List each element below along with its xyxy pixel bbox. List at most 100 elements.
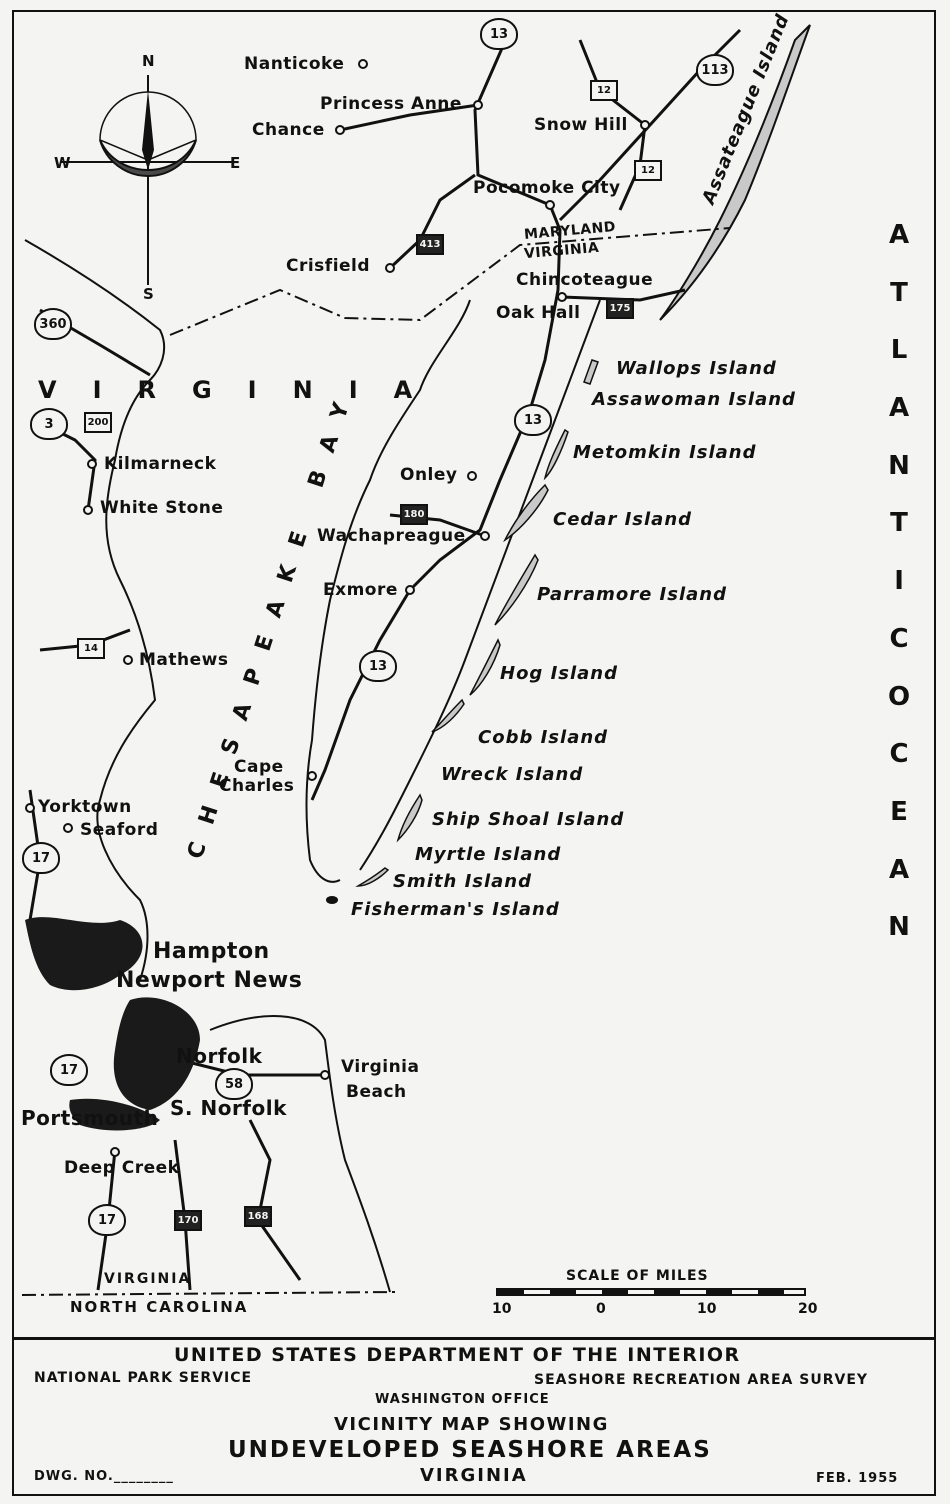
ship-shoal-island-shape — [396, 793, 423, 843]
scale-tick-20: 20 — [798, 1301, 818, 1317]
ocean-letter: T — [890, 277, 908, 308]
label-snow-hill: Snow Hill — [534, 115, 628, 135]
label-hog-island: Hog Island — [500, 663, 619, 684]
scale-of-miles: SCALE OF MILES 10 0 10 20 — [492, 1268, 817, 1318]
label-chance: Chance — [252, 120, 325, 140]
md-va-state-line — [169, 227, 731, 336]
label-border-north-carolina: NORTH CAROLINA — [70, 1298, 249, 1316]
scale-tick-10-right: 10 — [697, 1301, 717, 1317]
hog-island-shape — [469, 638, 501, 696]
ocean-letter: I — [894, 566, 904, 597]
label-deep-creek: Deep Creek — [64, 1158, 180, 1178]
shield-us-13-north: 13 — [480, 18, 518, 50]
ocean-letter: L — [890, 335, 908, 366]
western-shore-coastline — [24, 239, 166, 981]
shield-route-180: 180 — [400, 504, 428, 525]
label-exmore: Exmore — [323, 580, 398, 600]
label-assawoman-island: Assawoman Island — [592, 389, 796, 410]
metomkin-island-shape — [543, 428, 569, 481]
scale-title: SCALE OF MILES — [566, 1268, 709, 1284]
label-cobb-island: Cobb Island — [478, 727, 609, 748]
label-nanticoke: Nanticoke — [244, 54, 345, 74]
label-metomkin-island: Metomkin Island — [573, 442, 757, 463]
label-norfolk: Norfolk — [176, 1044, 263, 1068]
label-virginia-beach-1: Virginia — [341, 1057, 420, 1077]
label-s-norfolk: S. Norfolk — [170, 1096, 287, 1120]
label-myrtle-island: Myrtle Island — [415, 844, 562, 865]
title-office: WASHINGTON OFFICE — [375, 1392, 550, 1407]
princess-anne-road — [339, 103, 479, 132]
smith-island-shape — [355, 867, 390, 887]
peninsula-east-shore — [359, 299, 601, 871]
scale-tick-0: 0 — [596, 1301, 606, 1317]
shield-route-170: 170 — [174, 1210, 202, 1231]
peninsula-west-shore — [305, 299, 471, 883]
title-dwg-no: DWG. NO.________ — [34, 1469, 174, 1484]
route-175-line — [561, 288, 686, 302]
label-seaford: Seaford — [80, 820, 159, 840]
assateague-island-shape — [659, 24, 811, 321]
label-yorktown: Yorktown — [38, 797, 132, 817]
title-line-3: VIRGINIA — [420, 1465, 528, 1486]
shield-route-14: 14 — [77, 638, 105, 659]
title-department: UNITED STATES DEPARTMENT OF THE INTERIOR — [174, 1344, 741, 1366]
title-line-1: VICINITY MAP SHOWING — [334, 1414, 609, 1435]
town-markers — [25, 59, 650, 1157]
va-nc-state-line — [21, 1291, 396, 1296]
shield-us-17-middle: 17 — [50, 1054, 88, 1086]
shield-us-113: 113 — [696, 54, 734, 86]
map-border — [12, 10, 936, 1496]
ocean-letter: N — [888, 450, 910, 481]
label-fishermans-island: Fisherman's Island — [351, 899, 560, 920]
route-168-line — [248, 1119, 302, 1281]
label-princess-anne: Princess Anne — [320, 94, 462, 114]
hampton-roads-urban-area — [25, 917, 143, 991]
label-newport-news: Newport News — [116, 968, 303, 993]
title-survey: SEASHORE RECREATION AREA SURVEY — [534, 1372, 869, 1388]
label-ship-shoal-island: Ship Shoal Island — [432, 809, 625, 830]
ocean-letter: O — [888, 681, 911, 712]
label-mathews: Mathews — [139, 650, 229, 670]
label-wallops-island: Wallops Island — [616, 358, 777, 379]
label-virginia-beach-2: Beach — [346, 1082, 407, 1102]
label-wreck-island: Wreck Island — [441, 764, 584, 785]
shield-route-12-south: 12 — [634, 160, 662, 181]
shield-route-168: 168 — [244, 1206, 272, 1227]
fishermans-island-shape — [326, 896, 338, 904]
shield-us-17-south: 17 — [88, 1204, 126, 1236]
title-date: FEB. 1955 — [816, 1471, 899, 1486]
virginia-beach-coast — [209, 1015, 391, 1293]
label-border-virginia: VIRGINIA — [104, 1271, 192, 1287]
scale-tick-10-left: 10 — [492, 1301, 512, 1317]
compass-west-label: W — [54, 154, 71, 172]
compass-east-label: E — [230, 154, 241, 172]
label-chincoteague: Chincoteague — [516, 270, 654, 290]
ocean-letter: N — [888, 912, 910, 943]
shield-us-13-south: 13 — [359, 650, 397, 682]
cedar-island-shape — [503, 483, 549, 543]
shield-route-200: 200 — [84, 412, 112, 433]
label-virginia-state: VIRGINIA — [38, 376, 449, 404]
compass-rose — [60, 75, 236, 285]
title-service: NATIONAL PARK SERVICE — [34, 1370, 253, 1386]
label-oak-hall: Oak Hall — [496, 303, 581, 323]
ocean-letter: E — [890, 796, 908, 827]
label-cape: Cape — [234, 757, 284, 777]
shield-route-413: 413 — [416, 234, 444, 255]
ocean-letter: A — [888, 854, 910, 885]
compass-north-label: N — [142, 52, 155, 70]
ocean-letter: C — [889, 623, 909, 654]
cobb-island-shape — [431, 698, 465, 733]
label-white-stone: White Stone — [100, 498, 224, 518]
ocean-letter: T — [890, 508, 908, 539]
label-parramore-island: Parramore Island — [537, 584, 727, 605]
shield-us-58: 58 — [215, 1068, 253, 1100]
shield-route-3: 3 — [30, 408, 68, 440]
label-pocomoke-city: Pocomoke City — [473, 178, 621, 198]
shield-route-12-north: 12 — [590, 80, 618, 101]
route-413-line — [388, 173, 476, 270]
parramore-island-shape — [494, 553, 539, 626]
label-onley: Onley — [400, 465, 458, 485]
